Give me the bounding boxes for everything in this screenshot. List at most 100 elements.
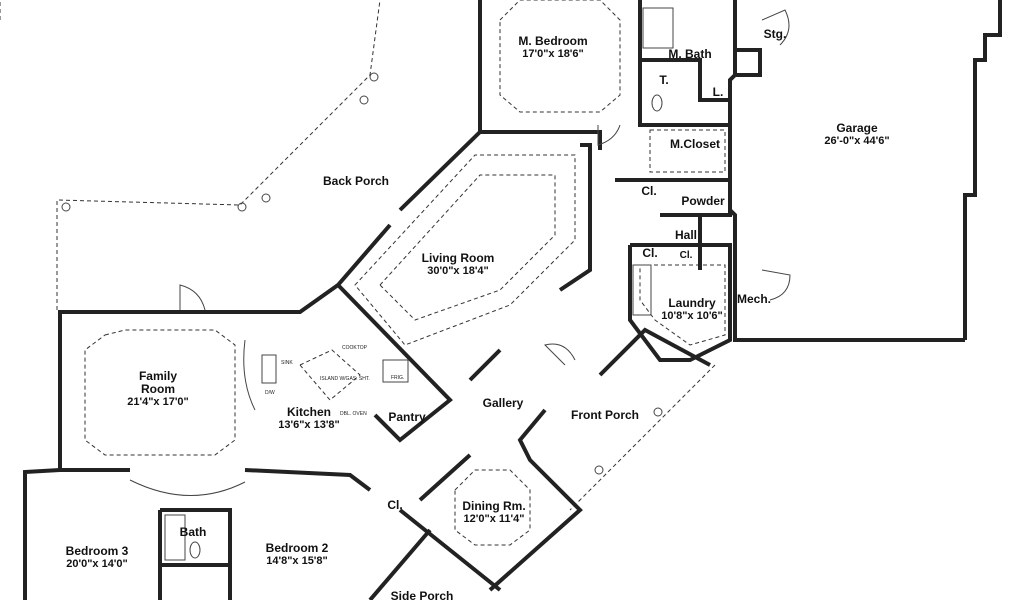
room-name: Cl. — [679, 250, 693, 261]
door-swing — [597, 124, 621, 146]
room-label-cl-3: Cl. — [680, 249, 693, 262]
room-dims: 26'-0"x 44'6" — [824, 135, 890, 147]
room-dims: 21'4"x 17'0" — [127, 396, 189, 408]
frig-label: FRIG. — [391, 375, 405, 381]
stg-wall — [735, 48, 762, 77]
door-swing — [179, 284, 206, 311]
laundry-machines — [632, 264, 652, 316]
family-ceiling — [84, 329, 236, 456]
bed-top-wall-2 — [244, 468, 372, 492]
room-name: Bedroom 2 — [265, 541, 329, 555]
room-label-m-bath: M. Bath — [668, 48, 711, 61]
room-dims: 10'8"x 10'6" — [661, 310, 723, 322]
room-name: Cl. — [387, 498, 403, 512]
room-name: Pantry — [388, 410, 426, 424]
column — [359, 95, 369, 105]
room-name: Gallery — [482, 396, 524, 410]
room-name: Front Porch — [571, 408, 639, 422]
room-label-front-porch: Front Porch — [571, 409, 639, 422]
room-dims: 13'6"x 13'8" — [278, 419, 340, 431]
room-label-dining-rm: Dining Rm.12'0"x 11'4" — [462, 500, 525, 526]
dbl-oven-label: DBL. OVEN — [340, 411, 367, 417]
room-dims: 14'8"x 15'8" — [266, 555, 328, 567]
m-closet-outline — [649, 129, 726, 173]
room-name: Dining Rm. — [462, 499, 526, 513]
kitchen-divider — [336, 283, 453, 443]
door-swing — [761, 269, 791, 301]
front-wall-2 — [488, 408, 583, 592]
room-label-cl-4: Cl. — [387, 499, 402, 512]
room-name: Powder — [681, 194, 725, 208]
room-label-l: L. — [713, 86, 724, 99]
column — [261, 193, 271, 203]
garage-right-wall — [963, 0, 1002, 340]
front-wall-1 — [598, 327, 711, 377]
room-label-mech: Mech. — [737, 293, 771, 306]
family-room-wall — [58, 310, 260, 470]
fixtures — [61, 7, 791, 561]
cooktop-label: COOKTOP — [342, 345, 367, 351]
room-name: Bath — [179, 525, 207, 539]
door-swing — [243, 339, 256, 411]
frig — [382, 359, 409, 383]
bathtub — [164, 514, 186, 561]
dw-label: D/W — [265, 390, 275, 396]
column — [61, 202, 71, 212]
m-bedroom-ceiling — [499, 0, 621, 113]
column — [594, 465, 604, 475]
porch-to-living-wall — [260, 223, 392, 314]
room-label-powder: Powder — [681, 195, 724, 208]
powder-wall — [615, 178, 732, 217]
room-name: M. Bedroom — [518, 34, 588, 48]
living-back-wall — [398, 130, 602, 212]
room-label-m-closet: M.Closet — [670, 138, 720, 151]
back-porch-outline — [56, 0, 381, 310]
room-label-stg: Stg. — [764, 28, 787, 41]
room-label-cl-1: Cl. — [641, 185, 656, 198]
room-dims: 17'0"x 18'6" — [522, 48, 584, 60]
room-name: Back Porch — [322, 174, 390, 188]
room-name: M.Closet — [669, 137, 721, 151]
column — [369, 72, 379, 82]
room-name: Side Porch — [390, 589, 454, 603]
room-dims: 12'0"x 11'4" — [463, 513, 525, 525]
room-name: Stg. — [763, 27, 787, 41]
room-dims: 30'0"x 18'4" — [427, 265, 489, 277]
living-ceiling-inner — [379, 174, 556, 321]
room-name: T. — [659, 73, 669, 87]
toilet — [189, 541, 201, 559]
room-label-gallery: Gallery — [483, 397, 524, 410]
door-swing — [129, 479, 246, 496]
room-name: L. — [712, 85, 724, 99]
room-name: M. Bath — [668, 47, 712, 61]
room-name: Mech. — [736, 292, 772, 306]
toilet-2 — [651, 94, 663, 112]
room-label-t: T. — [659, 74, 668, 87]
room-name: Cl. — [641, 184, 657, 198]
room-name: Bedroom 3 — [65, 544, 129, 558]
living-ceiling — [354, 154, 576, 346]
column — [653, 407, 663, 417]
m-bedroom-right-wall — [638, 0, 730, 127]
room-name: Hall — [674, 228, 698, 242]
family-bottom-wall — [23, 468, 61, 600]
m-bath-wall — [640, 58, 730, 102]
room-label-cl-2: Cl. — [642, 247, 657, 260]
column — [237, 202, 247, 212]
door-swing — [544, 343, 576, 366]
room-name: Laundry — [668, 296, 716, 310]
dining-diag-wall — [398, 508, 502, 592]
gallery-wall-2 — [468, 348, 502, 382]
room-label-bath: Bath — [180, 526, 207, 539]
room-label-side-porch: Side Porch — [391, 590, 454, 603]
garage-left-wall — [728, 0, 965, 342]
side-porch-wall — [368, 528, 432, 600]
